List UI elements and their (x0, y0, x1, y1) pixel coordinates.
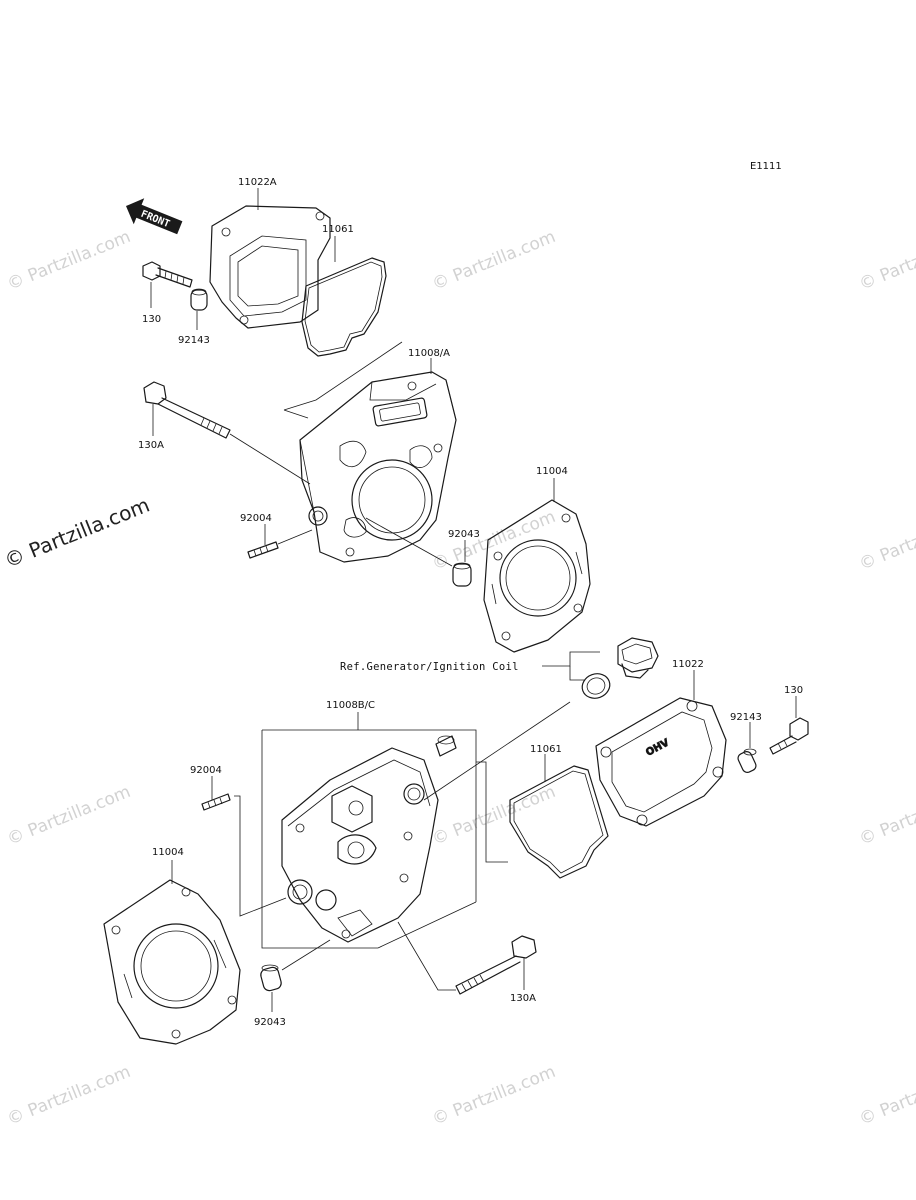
gasket-11061-lower (509, 765, 609, 879)
callout-130A-upper: 130A (138, 440, 164, 451)
valve-cover-lower: OHV (595, 697, 727, 827)
bolt-130-upper (142, 261, 193, 288)
collar-92143-upper (190, 288, 208, 311)
stud-92004-lower (201, 793, 231, 811)
leader-line (234, 795, 287, 917)
reference-note: Ref.Generator/Ignition Coil (340, 661, 519, 673)
collar-92143-right (737, 748, 757, 773)
callout-11061-lower: 11061 (530, 744, 562, 755)
watermark: © Partzilla.com (429, 227, 558, 295)
watermark: © Partzilla.com (856, 782, 916, 850)
leader-line (365, 517, 453, 567)
watermark: © Partzilla.com (4, 1062, 133, 1130)
valve-cover-marking: OHV (644, 737, 671, 758)
stud-92004-upper (247, 541, 279, 559)
dowel-92043-lower (260, 964, 282, 992)
callout-11022: 11022 (672, 659, 704, 670)
leader-line (569, 666, 584, 681)
callout-92143-upper: 92143 (178, 335, 210, 346)
o-ring (581, 673, 611, 699)
callout-11008BC: 11008B/C (326, 700, 375, 711)
gasket-11061-upper (301, 257, 387, 357)
leader-line (397, 921, 456, 991)
assembly-bracket (262, 729, 477, 902)
callout-130-upper: 130 (142, 314, 161, 325)
valve-cover-upper (209, 205, 331, 329)
watermark: © Partzilla.com (429, 782, 558, 850)
assembly-bracket (283, 341, 403, 411)
watermarks: © Partzilla.com © Partzilla.com © Partzi… (1, 227, 916, 1130)
callout-130A-lower: 130A (510, 993, 536, 1004)
leader-line (542, 651, 600, 667)
head-gasket-11004-lower (103, 879, 241, 1045)
callout-92043-upper: 92043 (448, 529, 480, 540)
callout-92143-right: 92143 (730, 712, 762, 723)
callout-11061-upper: 11061 (322, 224, 354, 235)
callout-92004-lower: 92004 (190, 765, 222, 776)
bolt-130-right (769, 717, 809, 755)
watermark: © Partzilla.com (856, 1062, 916, 1130)
callout-11008A: 11008/A (408, 348, 450, 359)
callout-11004-upper: 11004 (536, 466, 568, 477)
leader-line (281, 939, 331, 971)
callout-130-right: 130 (784, 685, 803, 696)
leader-line (229, 433, 311, 485)
callout-92043-lower: 92043 (254, 1017, 286, 1028)
bolt-130A-lower (455, 935, 537, 995)
cylinder-head-upper (299, 371, 457, 563)
watermark: © Partzilla.com (4, 227, 133, 295)
head-gasket-11004-upper (483, 499, 591, 653)
diagram-code: E1111 (750, 161, 782, 172)
bolt-130A-upper (143, 381, 231, 439)
assembly-bracket (261, 730, 477, 949)
callout-11004-lower: 11004 (152, 847, 184, 858)
watermark: © Partzilla.com (429, 1062, 558, 1130)
dowel-92043-upper (452, 562, 472, 587)
leader-line (277, 529, 313, 545)
inspection-plug (617, 637, 659, 679)
cylinder-head-lower (281, 735, 457, 943)
leader-line (423, 701, 571, 801)
watermark: © Partzilla.com (4, 782, 133, 850)
callout-92004-upper: 92004 (240, 513, 272, 524)
watermark: © Partzilla.com (856, 507, 916, 575)
assembly-bracket (283, 409, 309, 419)
watermark-prominent: © Partzilla.com (1, 493, 153, 573)
front-arrow-icon: FRONT (126, 198, 183, 235)
watermark: © Partzilla.com (856, 227, 916, 295)
callout-11022A: 11022A (238, 177, 277, 188)
